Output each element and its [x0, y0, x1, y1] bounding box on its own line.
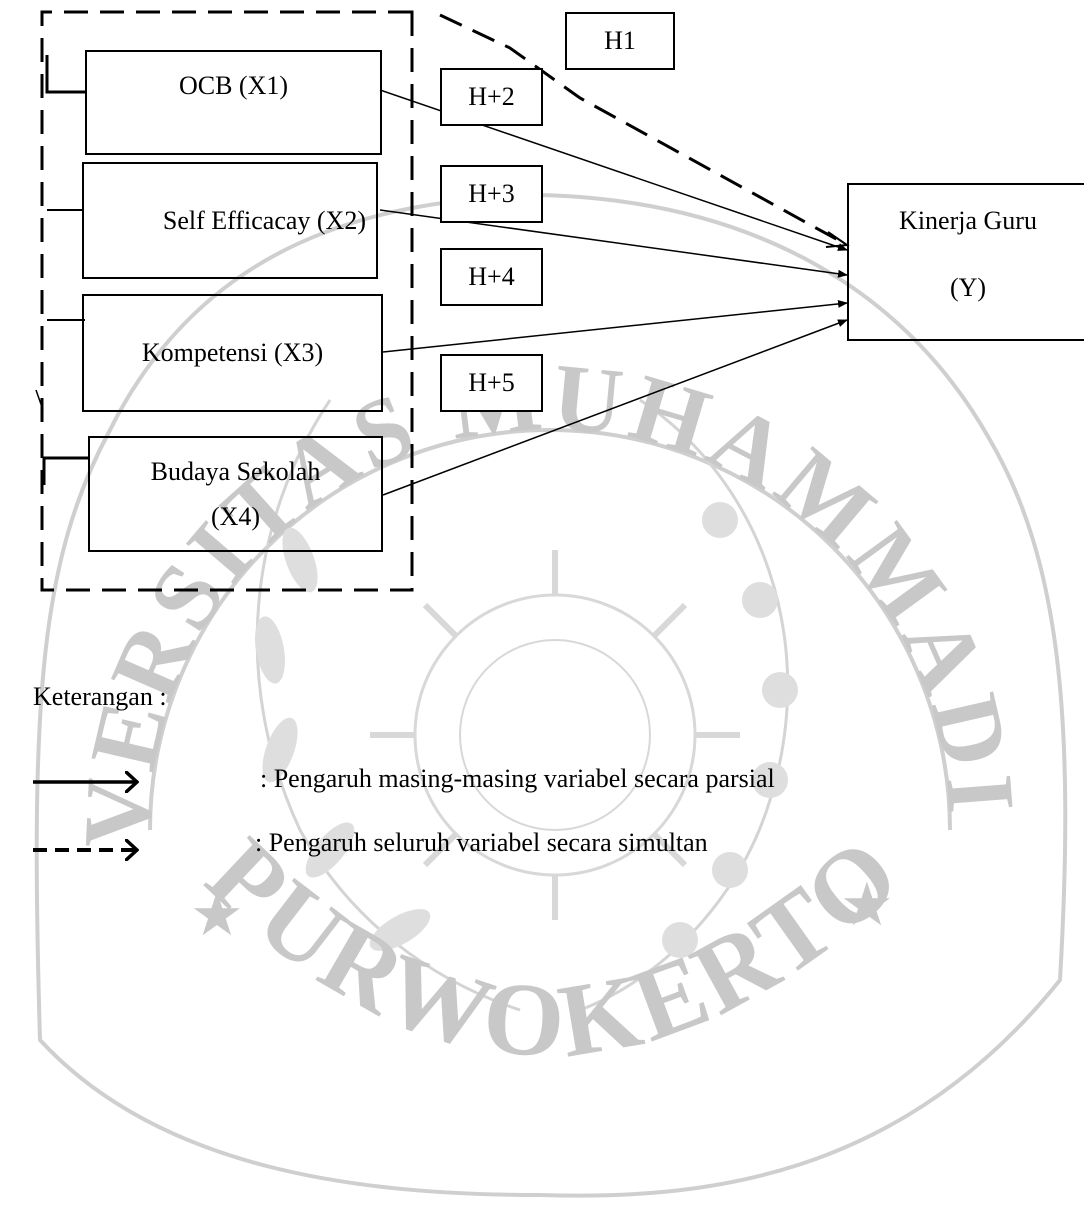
sun-emblem-icon [370, 550, 740, 920]
watermark-star-left: ★ [190, 882, 244, 948]
hypothesis-label-h2: H+2 [468, 82, 515, 111]
hypothesis-box-h2: H+2 [440, 68, 543, 126]
independent-variables-frame [40, 10, 414, 592]
hypothesis-label-h3: H+3 [468, 179, 515, 208]
partial-arrow-x3 [382, 299, 848, 353]
variable-box-x2: Self Efficacay (X2) [82, 162, 378, 279]
legend-partial-text: : Pengaruh masing-masing variabel secara… [260, 764, 775, 793]
stub-mark [35, 389, 44, 411]
dependent-label-line2: (Y) [949, 273, 987, 303]
stub-x4 [42, 456, 88, 485]
variable-label-x2: Self Efficacay (X2) [162, 205, 366, 235]
variable-box-x1: OCB (X1) [85, 50, 382, 155]
hypothesis-label-h1: H1 [604, 26, 636, 55]
dependent-variable-box: Kinerja Guru (Y) [847, 183, 1084, 341]
legend-title: Keterangan : [33, 682, 167, 711]
hypothesis-box-h1: H1 [565, 12, 675, 70]
legend-simultaneous-text: : Pengaruh seluruh variabel secara simul… [255, 828, 708, 857]
hypothesis-label-h5: H+5 [468, 368, 515, 397]
dependent-label-line1: Kinerja Guru [899, 206, 1037, 235]
variable-box-x4: Budaya Sekolah (X4) [88, 436, 383, 552]
variable-label-x1: OCB (X1) [178, 71, 289, 100]
hypothesis-box-h3: H+3 [440, 165, 543, 223]
variable-box-x3: Kompetensi (X3) [82, 294, 383, 412]
hypothesis-box-h5: H+5 [440, 354, 543, 412]
hypothesis-box-h4: H+4 [440, 248, 543, 306]
partial-arrow-x4 [382, 319, 848, 496]
watermark-leaves [255, 502, 798, 958]
watermark-star-right: ★ [840, 872, 894, 938]
variable-label-x4-line2: (X4) [210, 502, 261, 531]
variable-label-x3: Kompetensi (X3) [141, 338, 324, 368]
stub-x1 [45, 55, 85, 94]
simultaneous-arrow-h1 [439, 13, 848, 247]
hypothesis-label-h4: H+4 [468, 262, 515, 291]
variable-label-x4-line1: Budaya Sekolah [150, 456, 321, 486]
